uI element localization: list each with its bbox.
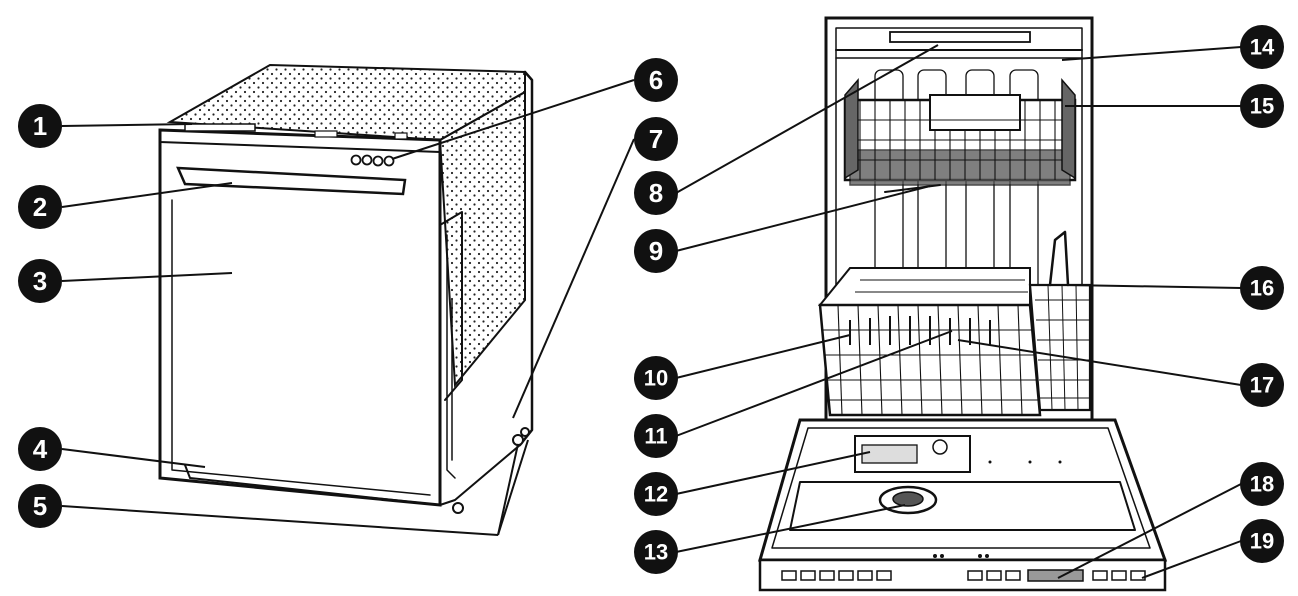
callout-15: 15 [1240, 84, 1284, 128]
callout-9-label: 9 [649, 236, 663, 266]
callout-1: 1 [18, 104, 62, 148]
callout-badges: 1 2 3 4 5 6 7 8 9 10 11 12 13 14 15 16 1… [18, 25, 1284, 574]
callout-19: 19 [1240, 519, 1284, 563]
callout-8-label: 8 [649, 178, 663, 208]
silverware-basket [1028, 230, 1092, 412]
door-handle [176, 166, 407, 196]
callout-11: 11 [634, 414, 678, 458]
callout-3-label: 3 [33, 266, 47, 296]
display-window [1027, 569, 1084, 582]
callout-14: 14 [1240, 25, 1284, 69]
callout-9: 9 [634, 229, 678, 273]
leader-lines [61, 44, 1242, 579]
top-controls [184, 123, 256, 132]
callout-7: 7 [634, 117, 678, 161]
callout-10-label: 10 [644, 366, 668, 391]
callout-17-label: 17 [1250, 373, 1274, 398]
callout-7-label: 7 [649, 124, 663, 154]
callout-1-label: 1 [33, 111, 47, 141]
open-door [758, 418, 1168, 592]
callout-15-label: 15 [1250, 94, 1274, 119]
callout-4: 4 [18, 427, 62, 471]
callout-2: 2 [18, 185, 62, 229]
callout-4-label: 4 [33, 434, 48, 464]
callout-19-label: 19 [1250, 529, 1274, 554]
callout-3: 3 [18, 259, 62, 303]
lower-spray-arm [884, 184, 941, 193]
callout-5: 5 [18, 484, 62, 528]
callout-12-label: 12 [644, 482, 668, 507]
callout-10: 10 [634, 356, 678, 400]
callout-2-label: 2 [33, 192, 47, 222]
closed-dishwasher [158, 63, 534, 514]
upper-rack [843, 77, 1077, 186]
callout-18: 18 [1240, 462, 1284, 506]
indicator-lights [350, 154, 395, 167]
callout-6-label: 6 [649, 65, 663, 95]
callout-5-label: 5 [33, 491, 47, 521]
callout-8: 8 [634, 171, 678, 215]
callout-13-label: 13 [644, 540, 668, 565]
callout-18-label: 18 [1250, 472, 1274, 497]
callout-14-label: 14 [1250, 35, 1275, 60]
lower-rack [817, 267, 1042, 417]
leveling-foot [452, 502, 464, 514]
callout-6: 6 [634, 58, 678, 102]
open-dishwasher [758, 16, 1168, 592]
callout-12: 12 [634, 472, 678, 516]
callout-16: 16 [1240, 266, 1284, 310]
upper-spray-arm [889, 31, 1031, 43]
callout-16-label: 16 [1250, 276, 1274, 301]
callout-17: 17 [1240, 363, 1284, 407]
callout-13: 13 [634, 530, 678, 574]
control-panel [758, 558, 1167, 592]
callout-11-label: 11 [644, 424, 667, 449]
